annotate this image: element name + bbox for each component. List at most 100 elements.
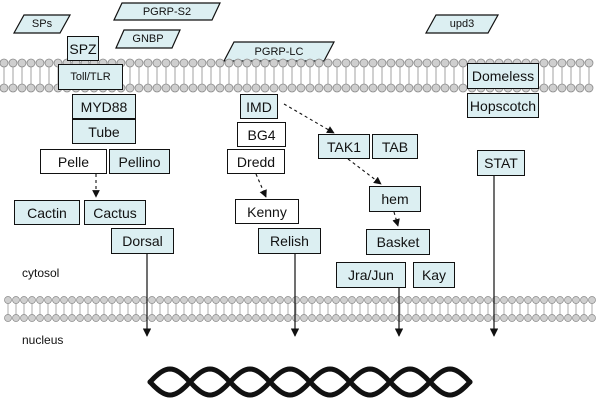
myd88-node: MYD88 (72, 94, 136, 119)
cytosol-label: cytosol (22, 266, 60, 280)
lipid-head (143, 58, 153, 68)
nuclear-lipid-head (580, 296, 588, 304)
lipid-head (368, 58, 378, 68)
nuclear-lipid-head (508, 314, 516, 322)
lipid-head (188, 83, 198, 93)
lipid-head (143, 83, 153, 93)
nuclear-lipid-head (420, 296, 428, 304)
pelle-node: Pelle (40, 149, 107, 174)
lipid-head (242, 83, 252, 93)
lipid-head (584, 58, 594, 68)
lipid-head (287, 83, 297, 93)
nuclear-lipid-head (396, 296, 404, 304)
nuclear-lipid-head (324, 314, 332, 322)
nuclear-lipid-head (300, 314, 308, 322)
lipid-head (305, 58, 315, 68)
stat-node: STAT (477, 150, 525, 176)
lipid-head (341, 83, 351, 93)
lipid-head (413, 83, 423, 93)
lipid-head (206, 58, 216, 68)
tak1-to-hem-arrow (347, 158, 382, 185)
lipid-head (566, 58, 576, 68)
sps-shape (12, 14, 72, 34)
lipid-head (0, 58, 9, 68)
lipid-head (170, 58, 180, 68)
lipid-head (188, 58, 198, 68)
nuclear-lipid-head (276, 296, 284, 304)
lipid-head (269, 58, 279, 68)
nuclear-lipid-head (572, 314, 580, 322)
nuclear-lipid-head (148, 314, 156, 322)
nuclear-lipid-head (196, 314, 204, 322)
nuclear-lipid-head (516, 296, 524, 304)
lipid-head (26, 58, 36, 68)
nuclear-lipid-head (76, 314, 84, 322)
lipid-head (386, 83, 396, 93)
nuclear-lipid-head (508, 296, 516, 304)
hem-to-basket-arrow (392, 211, 400, 227)
nuclear-lipid-head (364, 314, 372, 322)
lipid-head (125, 58, 135, 68)
lipid-head (323, 58, 333, 68)
nuclear-lipid-head (260, 296, 268, 304)
nuclear-lipid-head (180, 314, 188, 322)
lipid-head (566, 83, 576, 93)
nuclear-lipid-head (84, 296, 92, 304)
lipid-head (458, 83, 468, 93)
gnbp-label: GNBP (132, 33, 164, 45)
nuclear-lipid-head (268, 296, 276, 304)
lipid-head (395, 58, 405, 68)
nuclear-lipid-head (532, 296, 540, 304)
nuclear-lipid-head (12, 296, 20, 304)
nuclear-lipid-head (548, 314, 556, 322)
nuclear-lipid-head (220, 314, 228, 322)
nuclear-lipid-head (356, 314, 364, 322)
nuclear-lipid-head (84, 314, 92, 322)
nuclear-lipid-head (340, 296, 348, 304)
lipid-head (332, 58, 342, 68)
lipid-head (350, 58, 360, 68)
nuclear-lipid-head (588, 296, 596, 304)
lipid-head (422, 83, 432, 93)
kenny-node: Kenny (235, 199, 299, 224)
nuclear-lipid-head (428, 314, 436, 322)
lipid-head (152, 58, 162, 68)
nuclear-membrane (4, 296, 596, 322)
lipid-head (359, 83, 369, 93)
lipid-head (35, 83, 45, 93)
nuclear-lipid-head (252, 296, 260, 304)
nuclear-lipid-head (444, 314, 452, 322)
lipid-head (404, 83, 414, 93)
nuclear-lipid-head (332, 296, 340, 304)
nuclear-lipid-head (116, 296, 124, 304)
nuclear-lipid-head (172, 296, 180, 304)
lipid-head (359, 58, 369, 68)
lipid-head (323, 83, 333, 93)
nuclear-lipid-head (364, 296, 372, 304)
pgrp-s2-label: PGRP-S2 (142, 5, 192, 18)
nuclear-lipid-head (572, 296, 580, 304)
lipid-head (224, 83, 234, 93)
nuclear-lipid-head (404, 296, 412, 304)
nuclear-lipid-head (428, 296, 436, 304)
nuclear-lipid-head (452, 296, 460, 304)
lipid-head (260, 83, 270, 93)
toll-tlr-node: Toll/TLR (58, 64, 123, 90)
nuclear-lipid-head (308, 314, 316, 322)
pellino-label: Pellino (118, 153, 161, 170)
lipid-head (224, 58, 234, 68)
lipid-head (440, 83, 450, 93)
kay-label: Kay (421, 267, 447, 283)
kay-node: Kay (413, 262, 455, 288)
tab-label: TAB (381, 138, 409, 155)
nuclear-lipid-head (36, 314, 44, 322)
gnbp-ligand: GNBP (116, 30, 180, 48)
nuclear-lipid-head (524, 314, 532, 322)
gnbp-shape (115, 29, 181, 49)
lipid-head (170, 83, 180, 93)
tube-node: Tube (72, 119, 136, 144)
lipid-head (134, 58, 144, 68)
nuclear-lipid-head (132, 296, 140, 304)
lipid-head (557, 58, 567, 68)
